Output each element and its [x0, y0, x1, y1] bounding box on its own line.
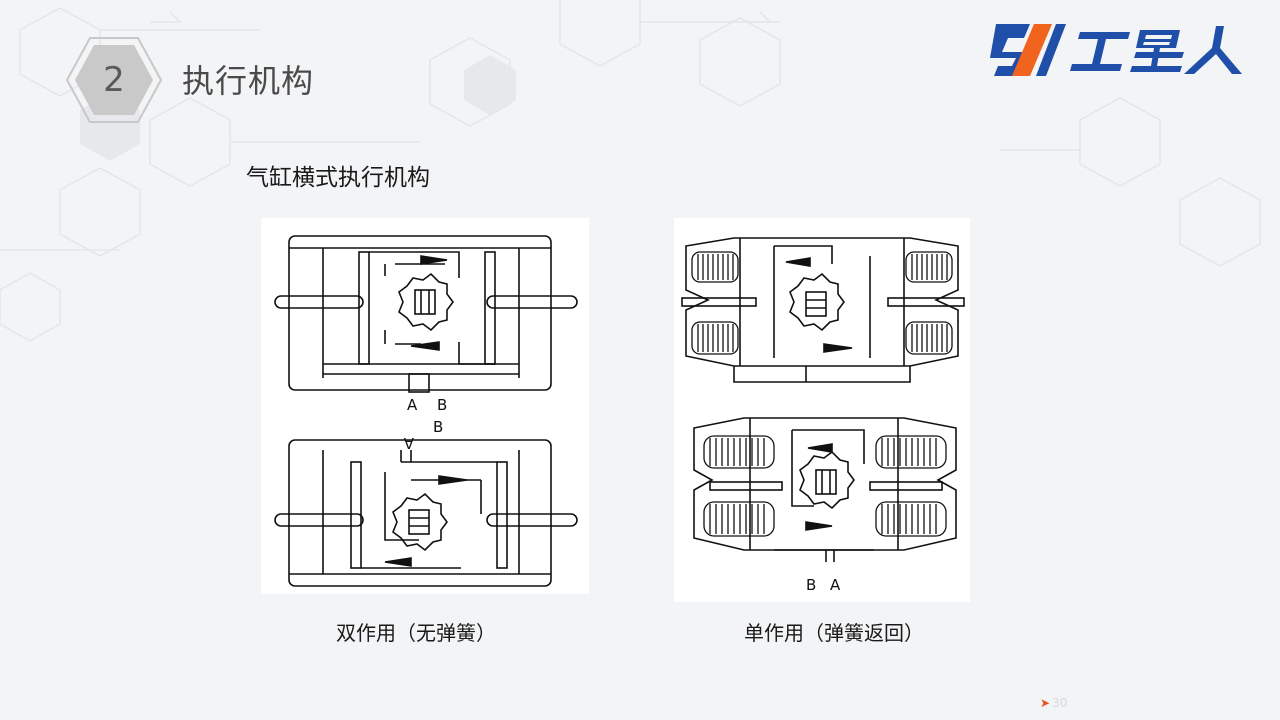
- port-label-b-top: B: [437, 396, 447, 414]
- port-label-a-bottom: A: [403, 434, 414, 452]
- page-number: ➤30: [1040, 696, 1067, 710]
- diagram-subtitle: 气缸横式执行机构: [246, 165, 430, 191]
- port-label-b-bottom: B: [433, 418, 443, 436]
- section-number: 2: [103, 60, 125, 100]
- logo-wordmark: [1070, 26, 1242, 74]
- brand-logo: [990, 24, 1242, 76]
- arrow-right-icon: ➤: [1040, 696, 1051, 710]
- section-title: 执行机构: [182, 62, 315, 100]
- actuator-spring-top: [681, 237, 965, 383]
- page-number-value: 30: [1052, 696, 1068, 710]
- double-acting-diagram: A B A B: [261, 218, 589, 594]
- actuator-spring-bottom: [693, 417, 957, 562]
- port-label-a-top: A: [407, 396, 418, 414]
- logo-mark-icon: [990, 24, 1066, 76]
- double-acting-caption: 双作用（无弹簧）: [336, 621, 496, 645]
- single-acting-diagram: B A: [674, 218, 970, 602]
- port-label-b: B: [806, 576, 816, 594]
- actuator-top: [274, 235, 578, 393]
- section-number-badge: [66, 37, 162, 123]
- actuator-bottom: [274, 439, 578, 587]
- port-label-a: A: [830, 576, 841, 594]
- single-acting-caption: 单作用（弹簧返回）: [744, 621, 924, 645]
